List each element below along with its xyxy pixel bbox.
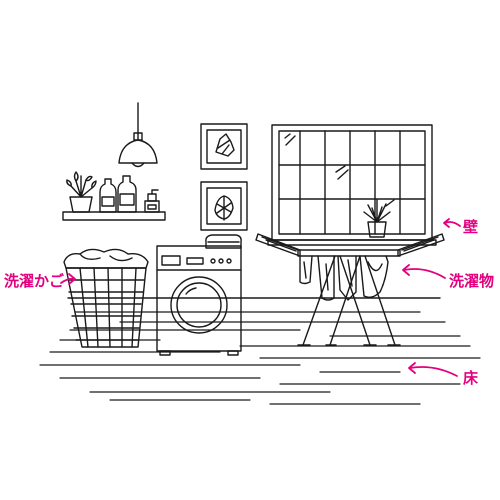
detergent-bottle (117, 175, 137, 213)
picture-frame-icon (200, 123, 248, 170)
label-laundry: 洗濯物 (449, 272, 495, 290)
detergent-bottle (99, 178, 117, 213)
pointer-arrows (60, 218, 461, 377)
laundry-clothes (299, 255, 389, 301)
wall-shelf (62, 171, 166, 221)
pendant-lamp-icon (118, 102, 158, 168)
window-icon (267, 124, 437, 246)
laundry-basket-icon (63, 248, 149, 348)
folded-towels (205, 234, 242, 249)
potted-plant-icon (363, 199, 391, 238)
floor-planks (39, 311, 481, 405)
drying-rack-icon (255, 233, 445, 346)
label-wall: 壁 (463, 218, 479, 236)
label-floor: 床 (463, 369, 479, 387)
spray-bottle (144, 189, 160, 213)
label-laundry-basket: 洗濯かご (4, 272, 65, 290)
washing-machine-icon (156, 245, 242, 356)
potted-plant-icon (66, 171, 97, 213)
picture-frame-icon (200, 181, 248, 231)
